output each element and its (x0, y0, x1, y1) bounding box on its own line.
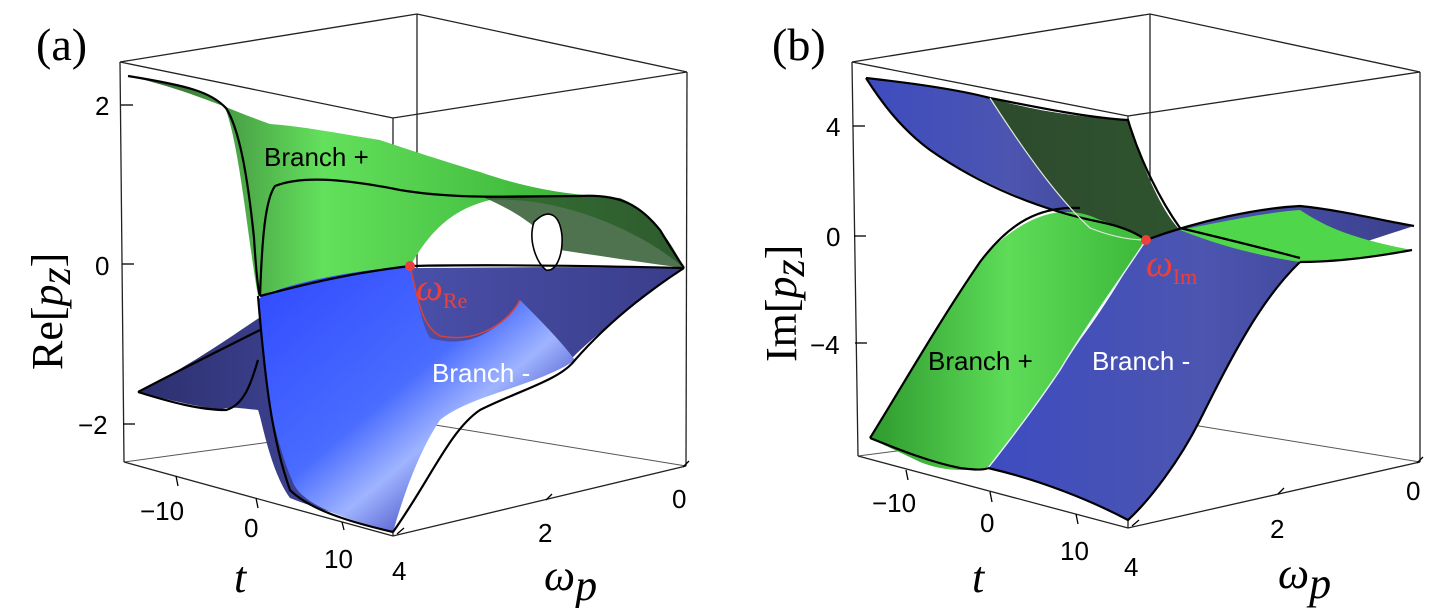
panel-b-edge-top (865, 76, 1301, 260)
panel-a-wtick-label-2: 0 (672, 484, 686, 514)
panel-b-box-back (851, 13, 1421, 73)
panel-b-zaxis-title: Im[pz] (757, 245, 814, 362)
panel-b-surface-plus-right (1180, 210, 1412, 262)
panel-a: (a) ωRe Branch (23, 13, 690, 608)
panel-a-surface-minus-front (258, 266, 575, 532)
panel-a-edge-top (127, 74, 262, 297)
panel-a-waxis-title: ωp (544, 551, 597, 608)
panel-a-wtick-label-0: 4 (392, 556, 406, 586)
panel-a-ztick-label-0: 2 (95, 91, 109, 121)
panel-a-surface-plus-shadow (480, 195, 684, 268)
panel-b-point-label: ωIm (1146, 243, 1197, 289)
panel-b-wtick-label-2: 0 (1406, 476, 1420, 506)
panel-b-ttick-mark-2 (1075, 513, 1079, 525)
panel-b-label: (b) (772, 19, 826, 70)
panel-b-wtick-label-1: 2 (1270, 514, 1284, 544)
panel-b-wtick-mark-2 (1416, 456, 1424, 464)
panel-b-taxis-title: t (972, 553, 986, 602)
panel-a-point-label: ωRe (416, 267, 467, 313)
panel-b-edge-seam-upper (989, 97, 1147, 241)
panel-a-branch-plus-label: Branch + (264, 142, 369, 172)
panel-a-box-floor-front (123, 461, 687, 537)
panel-b-edge-left (865, 77, 1147, 241)
panel-a-zaxis-title: Re[pz] (23, 253, 80, 370)
panel-b-point (1141, 235, 1151, 245)
panel-b-waxis-title: ωp (1278, 549, 1331, 608)
panel-a-box-top-front (119, 61, 688, 119)
panel-a-ttick-mark-2 (341, 521, 345, 531)
panel-b-edge-bottom-plus (869, 436, 989, 471)
panel-a-label: (a) (36, 19, 87, 70)
panel-b-edge-minus-bottom (987, 261, 1301, 522)
panel-a-taxis-title: t (234, 553, 248, 602)
panel-b-surface-plus (870, 211, 1146, 471)
panel-b-ztick-label-1: 0 (826, 222, 840, 252)
panel-a-branch-minus-label: Branch - (432, 358, 530, 388)
panel-a-ttick-label-2: 10 (324, 544, 353, 574)
panel-b-edge-plus-left (869, 206, 1081, 439)
panel-a-edge-blue-front (256, 295, 394, 534)
panel-b-ttick-label-1: 0 (980, 508, 994, 538)
panel-b-edge-right-wing (1299, 248, 1413, 264)
panel-a-point (405, 261, 415, 271)
panel-a-box-left-vertical (119, 61, 125, 463)
panel-b-wtick-mark-0 (1131, 519, 1140, 527)
panel-a-edge-minus-right (392, 267, 685, 533)
panel-a-ttick-mark-1 (255, 497, 259, 509)
panel-a-ttick-label-1: 0 (244, 513, 258, 543)
panel-a-wtick-label-1: 2 (538, 518, 552, 548)
panel-a-ttick-mark-0 (175, 475, 179, 487)
panel-b-branch-minus-label: Branch - (1092, 346, 1190, 376)
panel-a-ztick-label-1: 0 (95, 251, 109, 281)
panel-b-ttick-label-0: −10 (872, 488, 916, 518)
panel-a-wtick-mark-0 (396, 527, 405, 535)
panel-b-edge-seam (987, 239, 1147, 469)
panel-a-edge-minus-left (137, 359, 260, 412)
panel-a-surface-plus (128, 76, 684, 296)
panel-a-ttick-label-0: −10 (140, 496, 184, 526)
panel-b-wtick-label-0: 4 (1124, 552, 1138, 582)
panel-b-branch-plus-label: Branch + (928, 346, 1033, 376)
panel-a-wtick-mark-2 (682, 460, 690, 468)
panel-b-edge-minus-top (1145, 204, 1415, 242)
panel-b-wtick-mark-1 (1277, 487, 1285, 495)
panel-b-surface-plus-upper (990, 98, 1300, 261)
panel-a-box-right-vertical (685, 71, 688, 467)
panel-b: (b) ωIm Br (757, 13, 1424, 608)
panel-b-box-left-vertical (851, 61, 859, 457)
panel-a-box-back (119, 13, 688, 73)
panel-a-edge-plus-ridge (258, 178, 685, 297)
panel-b-ttick-label-2: 10 (1060, 536, 1089, 566)
panel-b-ttick-mark-0 (905, 469, 909, 481)
panel-b-ztick-label-0: 4 (826, 112, 840, 142)
panel-b-surface-minus-right (988, 206, 1414, 520)
panel-a-edge-hole-rim (409, 265, 521, 339)
panel-b-ztick-label-2: −4 (810, 330, 840, 360)
panel-a-wtick-mark-1 (545, 493, 553, 501)
panel-b-box-floor-front (857, 455, 1421, 529)
panel-b-ttick-mark-1 (989, 491, 993, 503)
panel-a-ztick-label-2: −2 (78, 410, 108, 440)
panel-a-surface-hole (531, 213, 563, 271)
panel-a-edge-bottom (137, 329, 261, 393)
panel-a-edge-seam (259, 264, 685, 298)
